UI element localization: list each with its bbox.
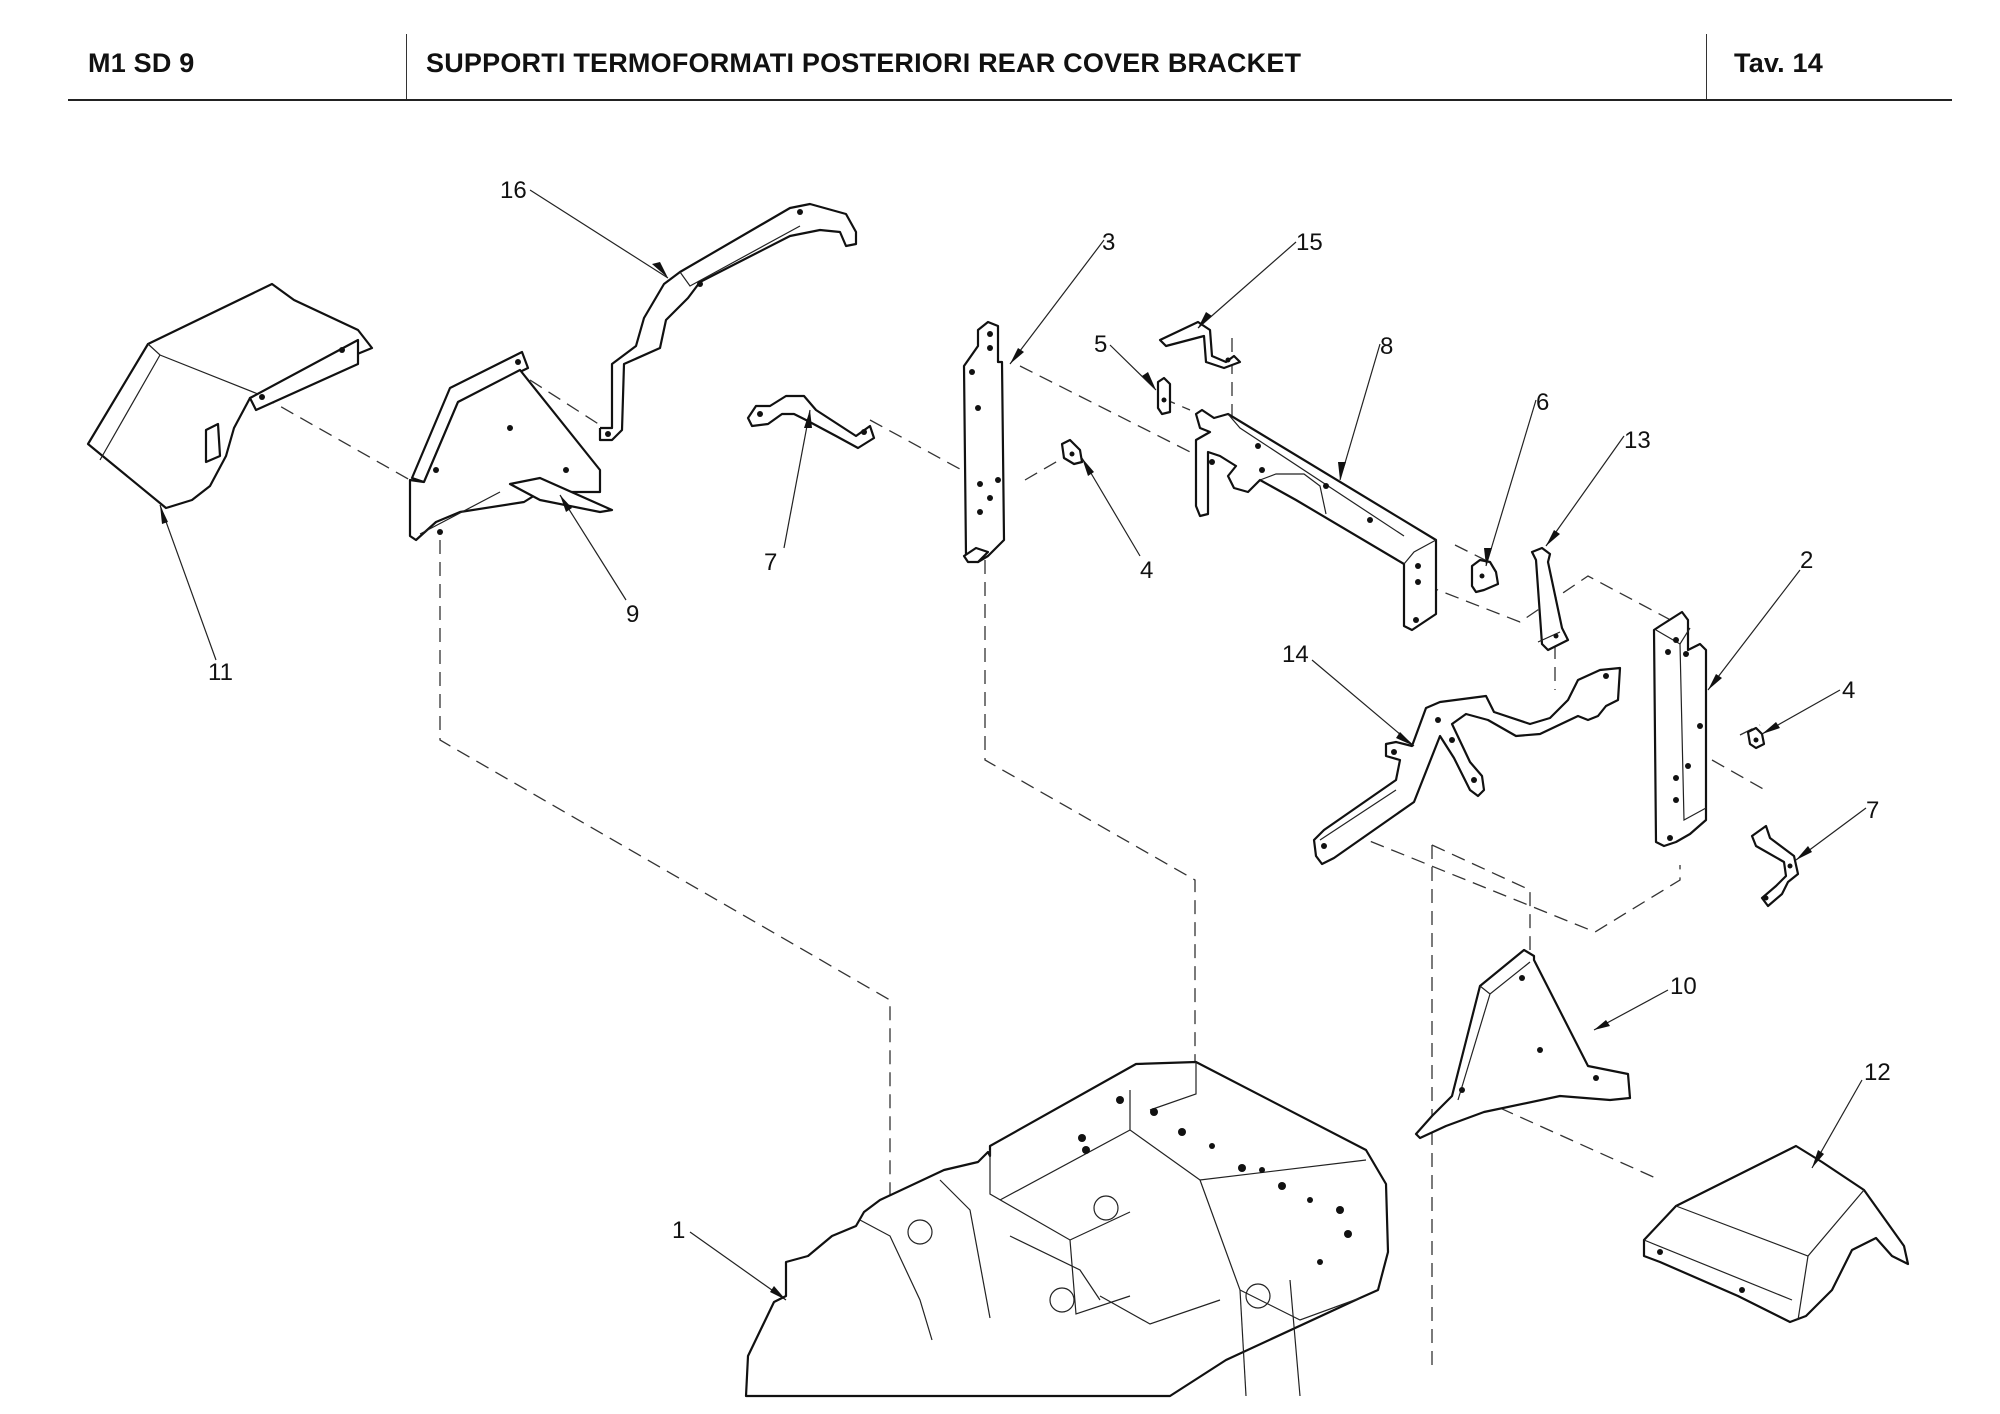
part-12-right-rear-cover	[1642, 1144, 1910, 1324]
leader-2	[1707, 569, 1801, 691]
leader-1	[689, 1231, 787, 1301]
leader-lines	[159, 189, 1867, 1301]
arrowhead	[1396, 732, 1414, 746]
leader-7a	[783, 409, 811, 549]
callout-15: 15	[1296, 229, 1323, 256]
callout-13: 13	[1624, 427, 1651, 454]
part-15-bent-clip	[1158, 320, 1242, 370]
arrowhead	[1546, 530, 1560, 546]
arrowhead	[1198, 312, 1212, 328]
callout-4a: 4	[1140, 557, 1153, 584]
leader-9	[559, 494, 627, 601]
drawing-code: M1 SD 9	[88, 48, 195, 78]
part-9-left-gusset	[408, 350, 614, 542]
arrowhead	[1142, 372, 1156, 390]
title-divider-left	[406, 34, 407, 100]
leader-14	[1311, 659, 1415, 747]
part-1-frame	[744, 1060, 1390, 1398]
part-13-tapered-strut	[1530, 546, 1570, 652]
arrowhead	[1594, 1020, 1610, 1030]
leader-13	[1545, 435, 1625, 547]
leader-3	[1009, 239, 1105, 365]
part-11-left-rear-cover	[86, 282, 374, 510]
assembly-line	[1459, 1089, 1661, 1181]
assembly-lines	[261, 338, 1766, 1370]
sheet-number: Tav. 14	[1734, 48, 1823, 78]
part-3-left-vertical-bracket	[962, 320, 1006, 564]
assembly-line	[984, 560, 1196, 1240]
part-16-left-support-arm	[598, 202, 858, 442]
part-10-right-gusset	[1414, 948, 1632, 1140]
part-2-right-vertical-bracket	[1652, 610, 1708, 848]
part-5-clip-tab	[1156, 376, 1172, 416]
arrowhead	[770, 1286, 786, 1300]
callout-2: 2	[1800, 547, 1813, 574]
callout-8: 8	[1380, 333, 1393, 360]
assembly-line	[1431, 844, 1531, 950]
arrowhead	[1010, 348, 1024, 364]
callout-16: 16	[500, 177, 527, 204]
arrowhead	[1484, 548, 1492, 566]
assembly-line	[1024, 454, 1069, 481]
arrowhead	[1796, 846, 1812, 860]
callout-6: 6	[1536, 389, 1549, 416]
assembly-line	[261, 395, 411, 481]
callout-1: 1	[672, 1217, 685, 1244]
leader-8	[1339, 343, 1381, 481]
leader-16	[529, 189, 669, 279]
part-4-small-clip-right	[1746, 726, 1766, 750]
part-14-right-support-arm	[1312, 666, 1622, 866]
assembly-line	[1329, 824, 1681, 933]
callout-4b: 4	[1842, 677, 1855, 704]
arrowhead	[560, 495, 572, 512]
arrowhead	[1338, 462, 1346, 480]
leader-11	[159, 504, 217, 661]
arrowhead	[1708, 674, 1722, 690]
leader-5	[1109, 344, 1157, 391]
drawing-title: SUPPORTI TERMOFORMATI POSTERIORI REAR CO…	[426, 48, 1302, 78]
leader-15	[1197, 241, 1297, 329]
arrowhead	[1812, 1150, 1824, 1168]
callout-14: 14	[1282, 641, 1309, 668]
arrowhead	[1762, 722, 1780, 734]
leader-6	[1485, 399, 1537, 567]
callout-9: 9	[626, 601, 639, 628]
callout-7b: 7	[1866, 797, 1879, 824]
assembly-line	[1019, 365, 1211, 463]
assembly-line	[1454, 544, 1486, 561]
part-4-small-clip-left	[1060, 438, 1084, 466]
assembly-line	[439, 540, 891, 1240]
header-rule	[68, 99, 1952, 101]
title-divider-right	[1706, 34, 1707, 100]
title-block: M1 SD 9 SUPPORTI TERMOFORMATI POSTERIORI…	[0, 0, 2000, 104]
callout-7a: 7	[764, 549, 777, 576]
callout-12: 12	[1864, 1059, 1891, 1086]
arrowhead	[804, 410, 812, 428]
assembly-line	[1711, 759, 1766, 791]
callout-11: 11	[208, 659, 233, 686]
part-7-z-bracket-right	[1750, 824, 1800, 908]
callout-5: 5	[1094, 331, 1107, 358]
arrowhead	[160, 505, 168, 524]
part-8-cross-member	[1194, 408, 1438, 632]
assembly-line	[529, 379, 601, 426]
callout-10: 10	[1670, 973, 1697, 1000]
leader-4a	[1081, 457, 1141, 557]
callout-labels: 16 11 9 3 7 4 5 15 8 6 13 2 14 4 7 10 12…	[208, 177, 1891, 1244]
callout-3: 3	[1102, 229, 1115, 256]
arrowhead	[1082, 458, 1094, 476]
part-6-u-clip	[1470, 558, 1500, 594]
arrowhead	[652, 262, 668, 278]
assembly-line	[869, 419, 981, 481]
